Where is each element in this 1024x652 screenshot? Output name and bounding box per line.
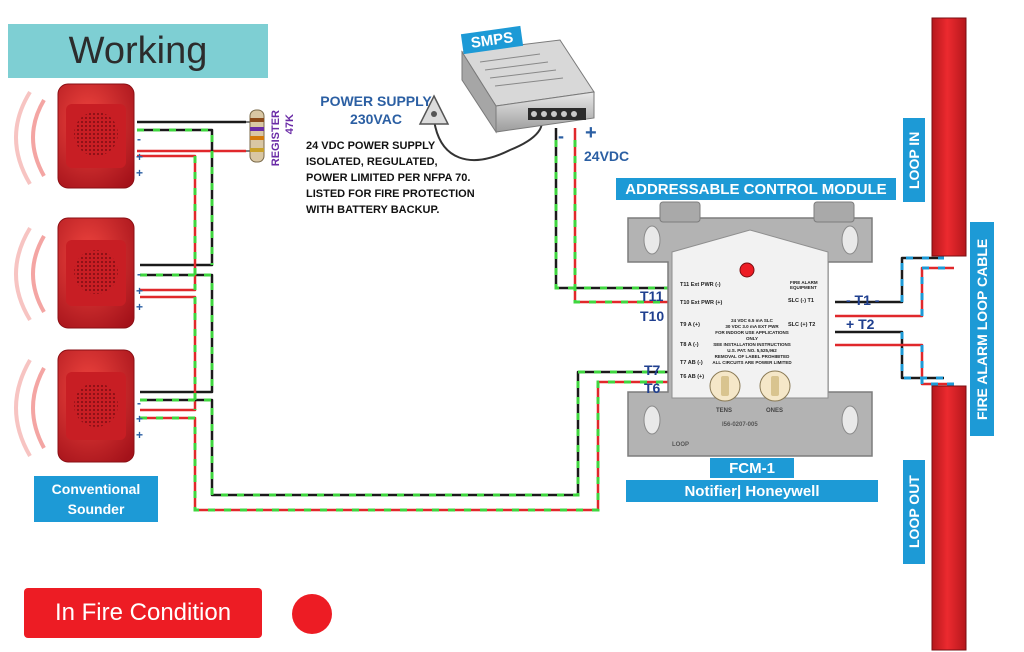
module-slc-t1: SLC (-) T1 [788,298,814,304]
module-title: ADDRESSABLE CONTROL MODULE [616,178,896,200]
sounder-3 [14,349,135,463]
module-slc-t2: SLC (+) T2 [788,322,816,328]
sounder-label: Conventional Sounder [34,476,158,522]
resistor-value: 47K [284,114,296,135]
smps-minus-label: - [558,126,564,146]
sounder-3-minus: - [137,396,141,410]
nac-black-wire [140,370,668,497]
sounder-1-plus-2: + [136,166,144,180]
terminal-t1: - T1 - [846,292,880,308]
supply-note-line: ISOLATED, REGULATED, [306,156,438,168]
sounder-3-plus-2: + [136,428,144,442]
module-t6-ab: T6 AB (+) [680,374,705,380]
module-t11-ext: T11 Ext PWR (-) [680,282,721,288]
power-supply-line-2: 230VAC [350,111,402,127]
module-t8: T8 A (-) [680,342,699,348]
sounder-chain-black-2 [140,273,214,394]
terminal-t11: T11 [640,288,664,304]
sounder-chain-red-1 [137,154,197,292]
loop-out-black-wire [835,330,944,380]
module-tens: TENS [716,408,733,414]
module-info-line: U.S. PAT. NO. 5,525,962 [727,348,777,353]
module-t9: T9 A (+) [680,322,700,328]
module-info-line: ALL CIRCUITS ARE POWER LIMITED [712,360,792,365]
module-info-line: 30 VDC 3.0 mA EXT PWR [725,324,779,329]
sounder-2-plus-2: + [136,300,144,314]
loop-cable-label: FIRE ALARM LOOP CABLE [970,222,994,436]
module-info-line: SEE INSTALLATION INSTRUCTIONS [713,342,791,347]
terminal-t6: T6 [644,380,661,396]
loop-in-label: LOOP IN [903,118,925,202]
module-info: 24 VDC 6.5 mA SLC 30 VDC 3.0 mA EXT PWR … [712,318,792,366]
module-info-line: 24 VDC 6.5 mA SLC [731,318,773,323]
current-flow [137,128,668,512]
loop-out-bar [931,385,967,651]
module-part: I56-0207-005 [722,422,758,428]
fire-condition-button[interactable]: In Fire Condition [24,588,262,638]
supply-note-line: POWER LIMITED PER NFPA 70. [306,172,471,184]
module-info-line: REMOVAL OF LABEL PROHIBITED [714,354,790,359]
resistor-name: REGISTER [270,110,282,167]
sounder-2-plus: + [136,284,144,298]
module-t7-ab: T7 AB (-) [680,360,703,366]
loop-in-bar [931,17,967,257]
loop-cable-dashes [900,256,954,386]
nac-red-wire [140,380,668,512]
sounder-label-line-1: Conventional [51,481,141,497]
page-title: Working [8,24,268,78]
power-supply-label: POWER SUPPLY 230VAC [318,92,434,128]
supply-note-line: 24 VDC POWER SUPPLY [306,140,436,152]
terminal-t2: + T2 [846,316,875,332]
sounder-3-plus: + [136,412,144,426]
module-brand: Notifier| Honeywell [626,480,878,502]
loop-out-label: LOOP OUT [903,460,925,564]
module-t10-ext: T10 Ext PWR (+) [680,300,723,306]
sounder-2-minus: - [137,267,141,281]
supply-note-line: LISTED FOR FIRE PROTECTION [306,188,475,200]
fire-indicator-icon [292,594,332,634]
resistor-icon [246,109,265,163]
sounder-2 [14,217,135,329]
terminal-t7: T7 [644,362,661,378]
sounder-1-plus: + [136,150,144,164]
module-loop: LOOP [672,442,690,448]
sounder-label-line-2: Sounder [67,501,125,517]
terminal-t10: T10 [640,308,665,324]
ac-mains-cable [433,117,543,161]
module-name: FCM-1 [710,458,794,478]
power-supply-line-1: POWER SUPPLY [320,93,432,109]
module-ones: ONES [766,408,784,414]
sounder-chain-red-2 [140,295,197,412]
smps-unit [461,39,595,134]
sounder-1 [14,83,135,189]
module-info-line: FOR INDOOR USE APPLICATIONS ONLY [715,330,789,341]
supply-note: 24 VDC POWER SUPPLY ISOLATED, REGULATED,… [306,138,475,218]
sounder-1-minus: - [137,132,141,146]
smps-plus-label: + [585,122,597,144]
module-fire-alarm-equipment: FIRE ALARM EQUIPMENT [790,280,818,290]
control-module [627,201,873,457]
plug-icon [418,94,450,125]
supply-note-line: WITH BATTERY BACKUP. [306,204,440,216]
smps-output-label: 24VDC [584,148,630,164]
